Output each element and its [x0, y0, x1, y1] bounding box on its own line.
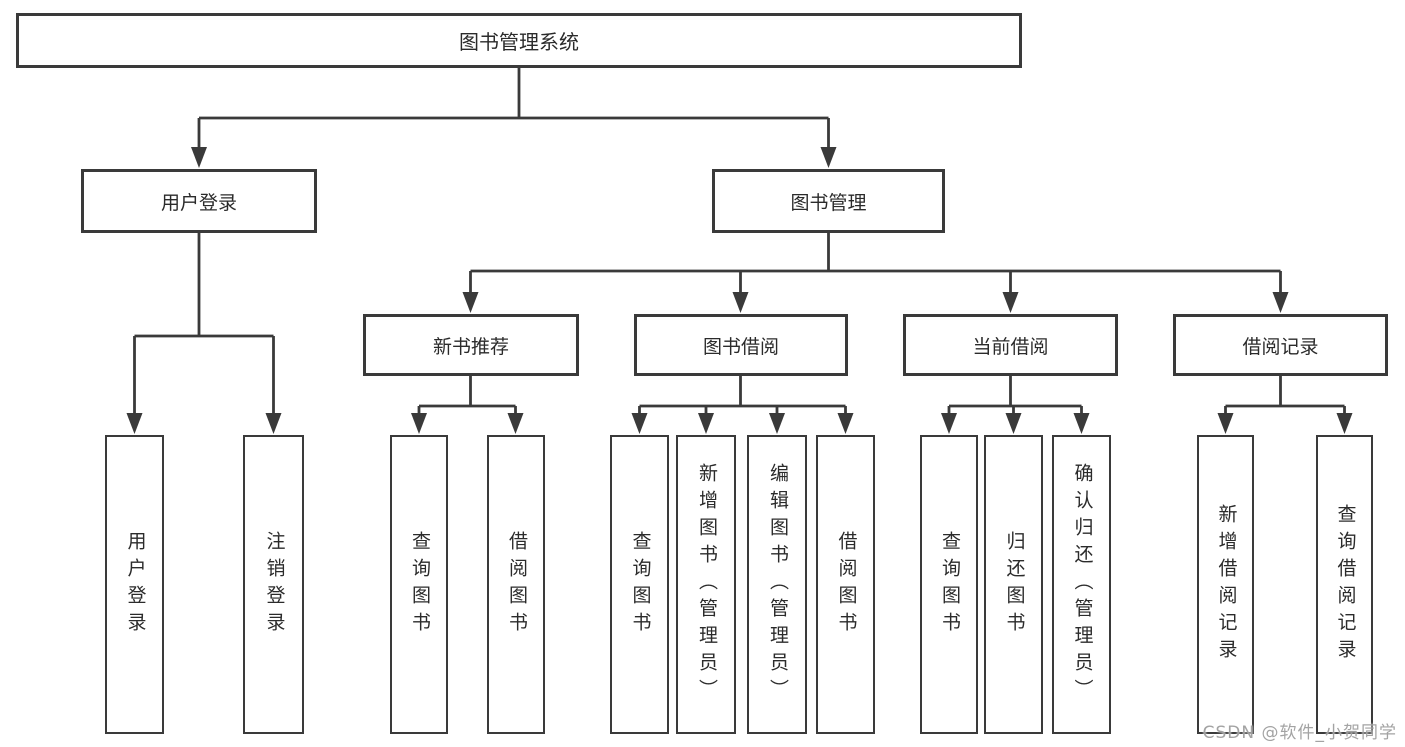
arrowhead — [411, 413, 427, 434]
node-current-borrow: 当前借阅 — [903, 314, 1118, 376]
leaf-borrow-add-books-admin-label: 新增图书（管理员） — [695, 463, 718, 706]
node-root-label: 图书管理系统 — [459, 30, 579, 54]
arrowhead — [126, 413, 143, 434]
arrowhead — [698, 413, 714, 434]
arrowhead — [462, 292, 479, 313]
leaf-borrow-edit-books-admin: 编辑图书（管理员） — [747, 435, 807, 734]
arrowhead — [941, 413, 957, 434]
arrowhead — [1217, 413, 1234, 434]
leaf-current-query-books-label: 查询图书 — [938, 530, 961, 639]
leaf-borrow-query-books-label: 查询图书 — [629, 530, 652, 639]
connector-borrow-records — [1224, 376, 1346, 416]
arrowhead — [732, 292, 749, 313]
node-book-borrow: 图书借阅 — [634, 314, 848, 376]
leaf-logout: 注销登录 — [243, 435, 304, 734]
leaf-records-add-record-label: 新增借阅记录 — [1215, 503, 1238, 666]
node-book-management-label: 图书管理 — [790, 191, 867, 214]
arrowhead — [631, 413, 648, 434]
node-borrow-records: 借阅记录 — [1173, 314, 1388, 376]
node-user-login: 用户登录 — [81, 169, 317, 233]
leaf-borrow-borrow-books-label: 借阅图书 — [835, 530, 858, 639]
leaf-records-add-record: 新增借阅记录 — [1197, 435, 1254, 734]
arrowhead — [1002, 292, 1019, 313]
leaf-newrec-query-books: 查询图书 — [390, 435, 448, 734]
leaf-borrow-query-books: 查询图书 — [610, 435, 669, 734]
arrowhead — [265, 413, 282, 434]
arrowhead — [1005, 413, 1022, 434]
node-new-book-recommend: 新书推荐 — [363, 314, 579, 376]
leaf-newrec-query-books-label: 查询图书 — [408, 530, 431, 639]
connector-book-borrow — [638, 376, 847, 416]
connector-user-login — [133, 233, 275, 416]
leaf-current-confirm-return-admin-label: 确认归还（管理员） — [1071, 463, 1094, 706]
leaf-newrec-borrow-books-label: 借阅图书 — [505, 530, 528, 639]
connector-root — [197, 68, 830, 150]
connector-new-book-recommend — [417, 376, 517, 416]
arrowhead — [507, 413, 524, 434]
node-library-management-system: 图书管理系统 — [16, 13, 1022, 68]
leaf-logout-label: 注销登录 — [263, 530, 286, 639]
leaf-current-confirm-return-admin: 确认归还（管理员） — [1052, 435, 1111, 734]
leaf-current-return-books: 归还图书 — [984, 435, 1043, 734]
node-borrow-records-label: 借阅记录 — [1242, 335, 1319, 358]
leaf-borrow-borrow-books: 借阅图书 — [816, 435, 875, 734]
node-book-management: 图书管理 — [712, 169, 945, 233]
leaf-newrec-borrow-books: 借阅图书 — [487, 435, 545, 734]
leaf-records-query-record-label: 查询借阅记录 — [1334, 503, 1357, 666]
arrowhead — [1272, 292, 1289, 313]
leaf-current-query-books: 查询图书 — [920, 435, 978, 734]
arrowhead — [1336, 413, 1353, 434]
leaf-user-login: 用户登录 — [105, 435, 164, 734]
leaf-records-query-record: 查询借阅记录 — [1316, 435, 1373, 734]
leaf-user-login-label: 用户登录 — [124, 530, 147, 639]
csdn-watermark: CSDN @软件_小贺同学 — [1202, 723, 1397, 743]
node-book-borrow-label: 图书借阅 — [702, 335, 779, 358]
connector-current-borrow — [947, 376, 1083, 416]
leaf-borrow-edit-books-admin-label: 编辑图书（管理员） — [766, 463, 789, 706]
leaf-borrow-add-books-admin: 新增图书（管理员） — [676, 435, 736, 734]
node-user-login-label: 用户登录 — [160, 191, 237, 214]
arrowhead — [820, 147, 837, 168]
arrowhead — [1073, 413, 1090, 434]
arrowhead — [769, 413, 785, 434]
node-current-borrow-label: 当前借阅 — [972, 335, 1049, 358]
node-new-book-recommend-label: 新书推荐 — [432, 335, 509, 358]
arrowhead — [191, 147, 207, 168]
leaf-current-return-books-label: 归还图书 — [1003, 530, 1026, 639]
arrowhead — [837, 413, 854, 434]
connector-book-management — [469, 233, 1282, 295]
